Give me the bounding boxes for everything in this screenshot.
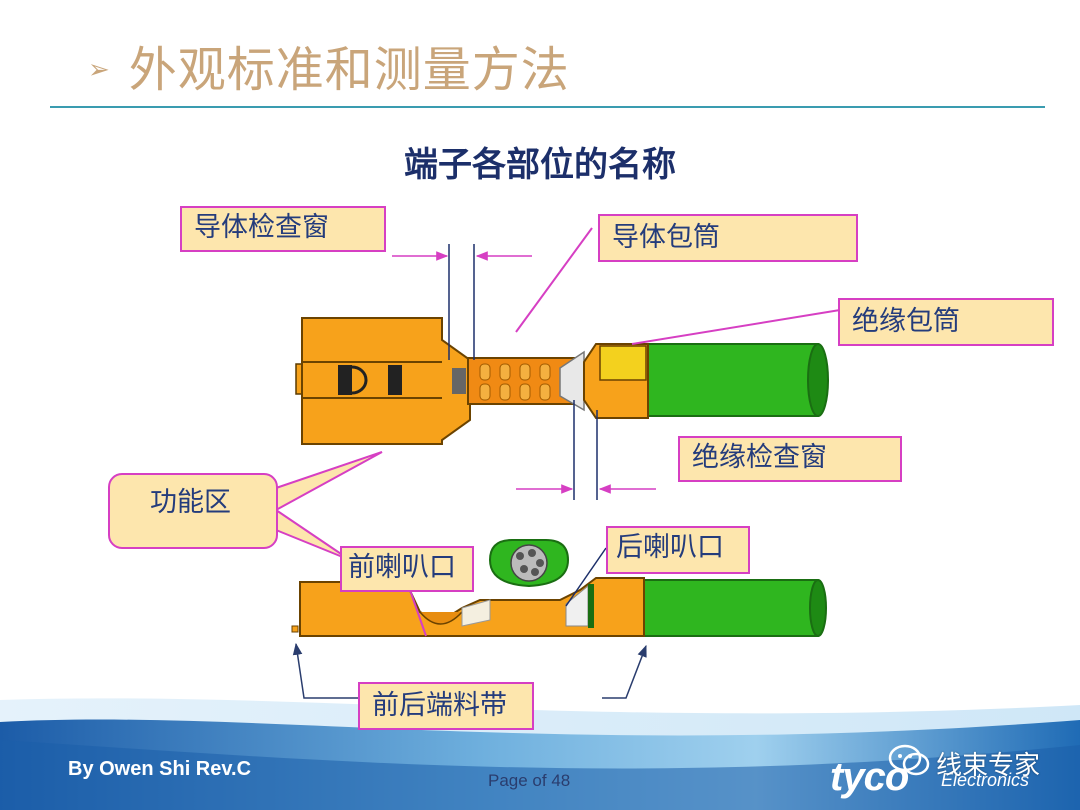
- footer-page-number: Page of 48: [488, 771, 571, 790]
- watermark-text: 线束专家: [936, 751, 1041, 781]
- label-insulation-barrel: 绝缘包筒: [838, 298, 1054, 346]
- conductor-window-marker: [392, 244, 532, 360]
- label-conductor-barrel: 导体包筒: [598, 214, 858, 262]
- title-divider: [50, 106, 1045, 108]
- conductor-barrel-leader: [515, 227, 593, 333]
- insulation-barrel-leader: [631, 309, 841, 345]
- footer-author: By Owen Shi Rev.C: [68, 758, 252, 780]
- label-rear-bellmouth: 后喇叭口: [606, 526, 750, 574]
- brand-logo-subtitle: Electronics: [941, 770, 1030, 790]
- carrier-strip-leader-right: [602, 644, 647, 699]
- front-bellmouth-leader: [409, 589, 427, 637]
- label-carrier-strip: 前后端料带: [358, 682, 534, 730]
- function-zone-callout: [275, 451, 383, 561]
- bullet-arrow-icon: ➢: [88, 55, 111, 85]
- label-conductor-window: 导体检查窗: [180, 206, 386, 252]
- carrier-strip-leader-left: [292, 642, 358, 699]
- label-front-bellmouth: 前喇叭口: [340, 546, 474, 592]
- wechat-icon: [888, 744, 930, 776]
- brand-logo: tyco: [830, 755, 909, 799]
- crimp-cross-section-icon: [488, 539, 570, 588]
- top-view-terminal: [295, 317, 829, 445]
- side-view-terminal: [291, 577, 827, 637]
- slide-title-text: 外观标准和测量方法: [128, 42, 570, 98]
- slide-title: ➢ 外观标准和测量方法: [88, 30, 570, 100]
- slide-subtitle: 端子各部位的名称: [404, 145, 676, 185]
- label-insulation-window: 绝缘检查窗: [678, 436, 902, 482]
- label-function-zone: 功能区: [108, 473, 278, 549]
- rear-bellmouth-leader: [565, 547, 607, 607]
- insulation-window-marker: [516, 400, 656, 500]
